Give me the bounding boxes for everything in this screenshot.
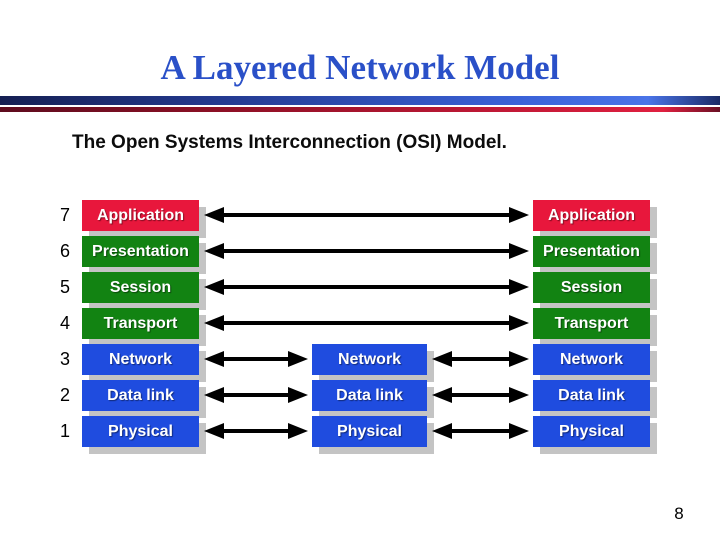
layer-box-left-datalink: Data link	[82, 380, 199, 411]
arrow-application-end-to-end	[224, 213, 509, 217]
layer-box-left-network: Network	[82, 344, 199, 375]
layer-number-6: 6	[59, 241, 70, 261]
arrow-transport-end-to-end	[224, 321, 509, 325]
layer-number-5: 5	[59, 277, 70, 297]
layer-box-right-application: Application	[533, 200, 650, 231]
layer-box-right-presentation: Presentation	[533, 236, 650, 267]
layer-box-middle-physical: Physical	[312, 416, 427, 447]
layer-box-right-session: Session	[533, 272, 650, 303]
layer-number-4: 4	[59, 313, 70, 333]
slide-subtitle: The Open Systems Interconnection (OSI) M…	[72, 132, 507, 153]
layer-box-right-transport: Transport	[533, 308, 650, 339]
layer-box-middle-network: Network	[312, 344, 427, 375]
page-number: 8	[674, 504, 684, 523]
divider-bar-red	[0, 107, 720, 112]
layer-number-7: 7	[59, 205, 70, 225]
arrow-physical-right-hop	[452, 429, 509, 433]
layer-box-right-network: Network	[533, 344, 650, 375]
divider-bar-blue	[0, 96, 720, 105]
layer-number-2: 2	[59, 385, 70, 405]
layer-number-1: 1	[59, 421, 70, 441]
arrow-datalink-left-hop	[224, 393, 288, 397]
layer-box-right-physical: Physical	[533, 416, 650, 447]
layer-box-left-physical: Physical	[82, 416, 199, 447]
layer-box-left-application: Application	[82, 200, 199, 231]
arrow-network-left-hop	[224, 357, 288, 361]
layer-box-middle-datalink: Data link	[312, 380, 427, 411]
layer-box-left-transport: Transport	[82, 308, 199, 339]
layer-number-3: 3	[59, 349, 70, 369]
arrow-datalink-right-hop	[452, 393, 509, 397]
layer-box-left-session: Session	[82, 272, 199, 303]
layer-box-left-presentation: Presentation	[82, 236, 199, 267]
arrow-presentation-end-to-end	[224, 249, 509, 253]
arrow-network-right-hop	[452, 357, 509, 361]
slide-title: A Layered Network Model	[160, 48, 560, 87]
arrow-physical-left-hop	[224, 429, 288, 433]
arrow-session-end-to-end	[224, 285, 509, 289]
layer-box-right-datalink: Data link	[533, 380, 650, 411]
